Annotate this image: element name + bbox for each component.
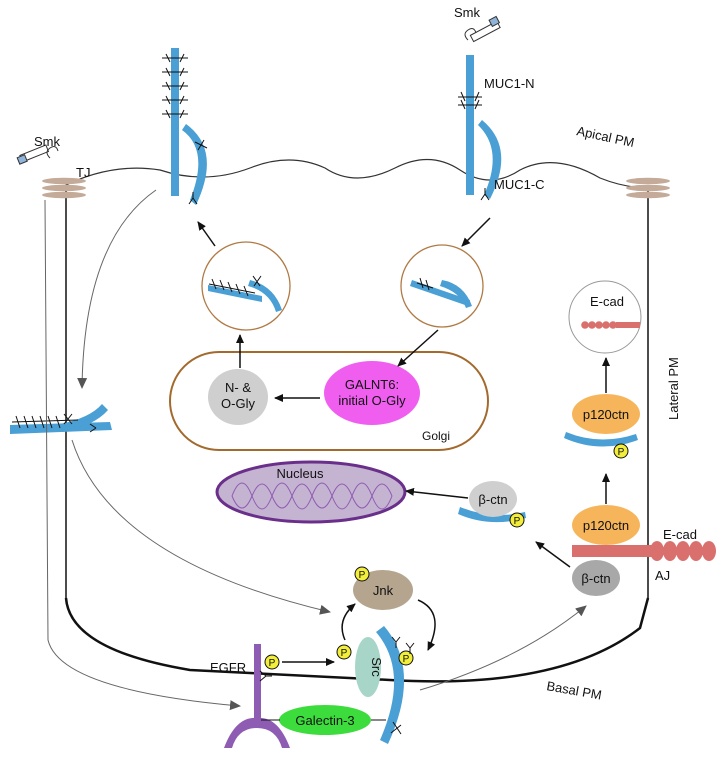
p120-node-upper: [572, 394, 640, 434]
lateral-pm-label: Lateral PM: [666, 357, 681, 420]
tj-label: TJ: [76, 165, 90, 180]
smoke-cigarette-icon-top: [464, 15, 501, 43]
egfr-glycan: [259, 670, 272, 682]
galectin-3-node: [279, 705, 371, 735]
nucleus-label: Nucleus: [277, 466, 324, 481]
nucleus: [215, 460, 407, 524]
n-o-gly-label-2: O-Gly: [221, 396, 255, 411]
svg-text:P: P: [341, 648, 348, 659]
basal-membrane: [64, 597, 650, 683]
aj-label: AJ: [655, 568, 670, 583]
muc1-n-label: MUC1-N: [484, 76, 535, 91]
jnk-label: Jnk: [373, 583, 394, 598]
egfr-label: EGFR: [210, 660, 246, 675]
p120-label-lower: p120ctn: [583, 518, 629, 533]
pathway-arrows: [197, 217, 610, 666]
vesicle-ecad-degradation: [568, 280, 642, 354]
bctn-label-lower: β-ctn: [581, 571, 610, 586]
n-o-gly-label-1: N- &: [225, 380, 251, 395]
ecad-membrane-label: E-cad: [663, 527, 697, 542]
vesicle-glycosylated-muc1: [201, 241, 291, 331]
src-node: [355, 637, 381, 697]
svg-text:P: P: [359, 570, 366, 581]
basal-pm-label: Basal PM: [545, 678, 602, 702]
tight-junction-left: [42, 177, 86, 199]
bctn-label-upper: β-ctn: [478, 492, 507, 507]
phospho-jnk: P: [354, 566, 370, 582]
dna-helix-2: [231, 483, 393, 509]
galnt6-label-1: GALNT6:: [345, 377, 399, 392]
galnt6-label-2: initial O-Gly: [338, 393, 406, 408]
golgi-label: Golgi: [422, 429, 450, 443]
ecad-vesicle-label: E-cad: [590, 294, 624, 309]
p120-label-upper: p120ctn: [583, 407, 629, 422]
phospho-muc1c-basal: P: [398, 650, 414, 666]
muc1-lateral-internalized: [10, 404, 112, 434]
muc1c-basal-glycans: [390, 636, 415, 735]
n-o-gly-node: [208, 369, 268, 425]
bctn-node-lower: [572, 560, 620, 596]
muc1-glycosylated-apical: [162, 48, 208, 205]
egfr-receptor: [254, 644, 261, 724]
smoke-cigarette-icon-left: [16, 144, 59, 165]
phospho-p120-upper: P: [613, 443, 629, 459]
tight-junction-right: [626, 177, 670, 199]
p120-node-lower: [572, 505, 640, 545]
svg-text:P: P: [269, 658, 276, 669]
muc1-apical-center: [458, 55, 502, 201]
phospho-egfr: P: [264, 654, 280, 670]
svg-text:P: P: [514, 516, 521, 527]
jnk-node: [353, 570, 413, 610]
apical-pm-label: Apical PM: [575, 123, 635, 150]
muc1-c-label: MUC1-C: [494, 177, 545, 192]
galnt6-node: [324, 361, 420, 425]
ecad-extracellular-domains: [650, 541, 716, 561]
smk-label-left: Smk: [34, 134, 61, 149]
ecad-membrane-bar: [572, 545, 652, 557]
p120-muc1c-fragment: [564, 432, 638, 447]
muc1c-basal: [376, 626, 405, 744]
galectin-3-label: Galectin-3: [295, 713, 354, 728]
bctn-node-upper: [469, 481, 517, 517]
smk-label-top: Smk: [454, 5, 481, 20]
svg-text:P: P: [403, 654, 410, 665]
svg-text:P: P: [618, 447, 625, 458]
bctn-muc1c-fragment-upper: [458, 507, 526, 523]
apical-membrane: [59, 158, 651, 189]
src-label: Src: [369, 657, 384, 677]
trafficking-arrows: [44, 189, 587, 711]
egfr-extracellular: [224, 717, 290, 748]
phospho-src: P: [336, 644, 352, 660]
phospho-bctn-upper: P: [509, 512, 525, 528]
vesicle-underglycosylated-muc1: [400, 244, 484, 328]
